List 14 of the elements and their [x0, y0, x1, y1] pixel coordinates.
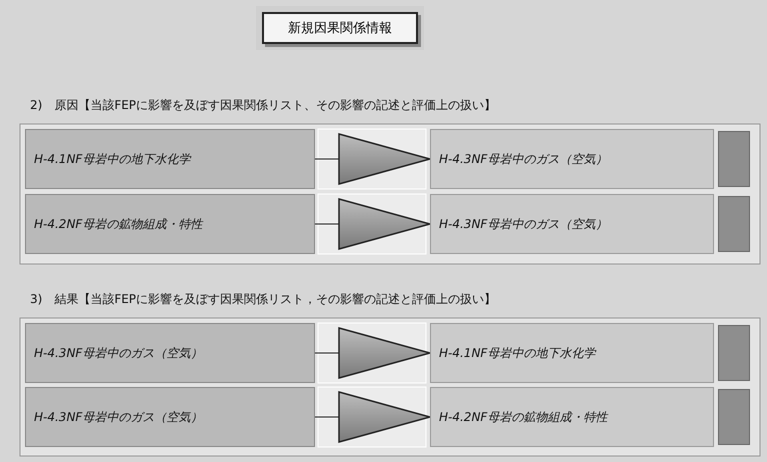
detail-button: [718, 131, 750, 187]
section-heading: 2) 原因【当該FEPに影響を及ぼす因果関係リスト、その影響の記述と評価上の扱い】: [30, 97, 496, 114]
section-heading: 3) 結果【当該FEPに影響を及ぼす因果関係リスト，その影響の記述と評価上の扱い】: [30, 291, 496, 308]
effect-cell: H-4.2NF母岩の鉱物組成・特性: [430, 387, 714, 447]
effect-cell: H-4.1NF母岩中の地下水化学: [430, 323, 714, 383]
effect-cell: H-4.3NF母岩中のガス（空気）: [430, 194, 714, 254]
detail-button: [718, 389, 750, 445]
effect-cell: H-4.3NF母岩中のガス（空気）: [430, 129, 714, 189]
cause-cell: H-4.3NF母岩中のガス（空気）: [25, 323, 315, 383]
detail-button: [718, 196, 750, 252]
cause-cell: H-4.2NF母岩の鉱物組成・特性: [25, 194, 315, 254]
cause-cell: H-4.1NF母岩中の地下水化学: [25, 129, 315, 189]
detail-button: [718, 325, 750, 381]
cause-cell: H-4.3NF母岩中のガス（空気）: [25, 387, 315, 447]
